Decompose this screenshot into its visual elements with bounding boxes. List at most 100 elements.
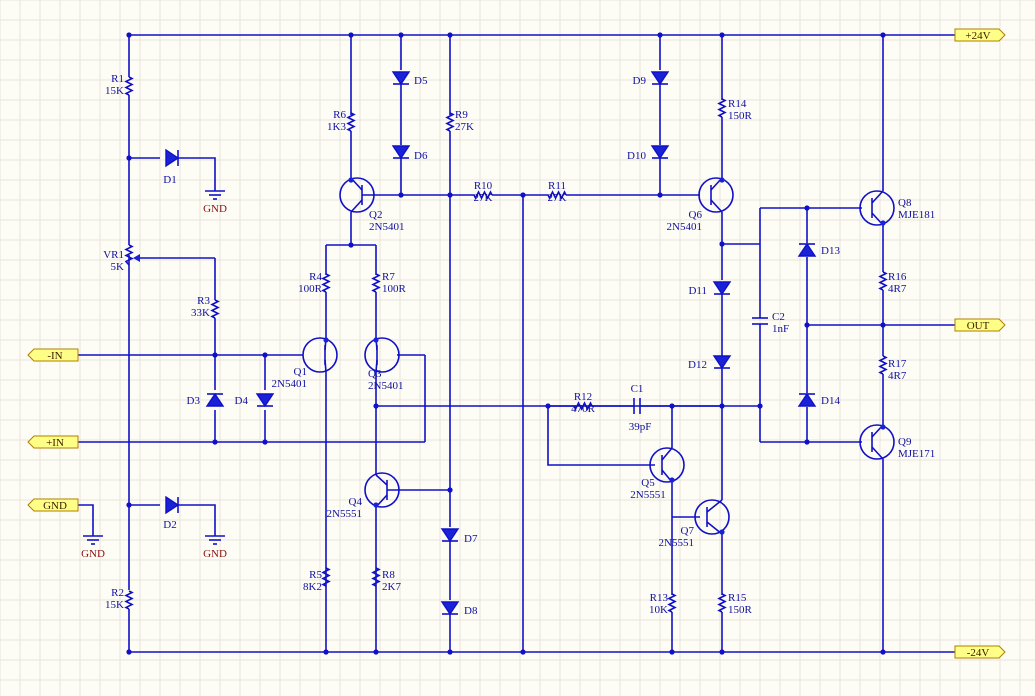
- transistor-q4-outline: [364, 472, 400, 508]
- transistor-q4-lead-a: [375, 474, 388, 486]
- resistor-r6-zigzag: [346, 112, 356, 132]
- transistor-q5: [649, 447, 685, 483]
- label-r17-value: 4R7: [888, 370, 907, 382]
- junction-dot: [398, 192, 404, 198]
- diode-d12: [712, 355, 732, 370]
- junction-dot: [447, 32, 453, 38]
- port-minus-in-text: -IN: [47, 350, 62, 362]
- port-vplus-text: +24V: [965, 30, 990, 42]
- diode-d4-body: [255, 393, 275, 408]
- wire-q5-base: [547, 406, 655, 466]
- port-minus-in-flag: [27, 348, 79, 362]
- label-d6: D6: [414, 150, 428, 162]
- label-d14: D14: [821, 395, 840, 407]
- transistor-q6-lead-b: [710, 199, 723, 213]
- resistor-r16-zigzag: [878, 271, 888, 291]
- diode-d3: [205, 392, 225, 407]
- gnd-d2-label: GND: [203, 548, 227, 560]
- junction-dot: [804, 439, 810, 445]
- resistor-r5: [321, 567, 331, 587]
- port-vplus: [954, 28, 1006, 42]
- diode-d9-body: [650, 71, 670, 86]
- port-out-flag: [954, 318, 1006, 332]
- junction-dot: [520, 192, 526, 198]
- diode-d14-body: [797, 392, 817, 407]
- resistor-r4-zigzag: [321, 273, 331, 293]
- transistor-q8-emitter-arrow: [880, 220, 886, 226]
- resistor-r15-zigzag: [717, 593, 727, 613]
- transistor-q1: [302, 337, 338, 373]
- label-q2-ref: Q2: [369, 209, 382, 221]
- label-d13: D13: [821, 245, 840, 257]
- label-r9-value: 27K: [455, 121, 474, 133]
- junction-dot: [348, 242, 354, 248]
- resistor-r8-zigzag: [371, 567, 381, 587]
- label-r15-value: 150R: [728, 604, 753, 616]
- resistor-r3: [210, 299, 220, 319]
- resistor-r17: [878, 355, 888, 375]
- transistor-q9-lead-b: [871, 446, 884, 460]
- diode-d14: [797, 392, 817, 407]
- gnd-port-symbol-label: GND: [81, 548, 105, 560]
- junction-dot: [126, 32, 132, 38]
- port-gnd-flag: [27, 498, 79, 512]
- diode-d7: [440, 528, 460, 543]
- potentiometer-vr1: [124, 244, 140, 266]
- resistor-r5-zigzag: [321, 567, 331, 587]
- label-r12-value: 470R: [571, 403, 596, 415]
- junction-dot: [212, 439, 218, 445]
- label-d4: D4: [235, 395, 249, 407]
- resistor-r9: [445, 112, 455, 132]
- diode-d9: [650, 71, 670, 86]
- label-q5-value: 2N5551: [630, 489, 665, 501]
- junction-dot: [520, 649, 526, 655]
- label-r1-ref: R1: [111, 73, 124, 85]
- label-d3: D3: [187, 395, 201, 407]
- resistor-r13-zigzag: [667, 593, 677, 613]
- label-r6-value: 1K3: [327, 121, 346, 133]
- junction-dot: [262, 439, 268, 445]
- label-r14-ref: R14: [728, 98, 747, 110]
- diode-d10: [650, 145, 670, 160]
- diode-d6: [391, 145, 411, 160]
- label-q6-ref: Q6: [689, 209, 703, 221]
- port-vminus-text: -24V: [967, 647, 990, 659]
- transistor-q2-outline: [339, 177, 375, 213]
- transistor-q5-lead-a: [661, 447, 673, 461]
- label-c1-ref: C1: [631, 383, 644, 395]
- label-d12: D12: [688, 359, 707, 371]
- transistor-q1-lead-b: [324, 359, 327, 373]
- label-d5: D5: [414, 75, 428, 87]
- label-q3-value: 2N5401: [368, 380, 403, 392]
- label-q1-value: 2N5401: [272, 378, 307, 390]
- label-q4-ref: Q4: [349, 496, 363, 508]
- transistor-q7-lead-a: [706, 499, 723, 513]
- transistor-q1-emitter-arrow: [323, 337, 329, 343]
- label-r17-ref: R17: [888, 358, 907, 370]
- label-d10: D10: [627, 150, 646, 162]
- junction-dot: [348, 32, 354, 38]
- transistor-q7-emitter-arrow: [719, 529, 725, 535]
- label-q9-value: MJE171: [898, 448, 935, 460]
- junction-dot: [657, 192, 663, 198]
- parts: [27, 28, 1006, 659]
- label-q9-ref: Q9: [898, 436, 912, 448]
- diode-d11: [712, 281, 732, 296]
- junction-dot: [373, 403, 379, 409]
- label-d9: D9: [633, 75, 647, 87]
- transistor-q8-lead-a: [871, 190, 884, 204]
- transistor-q3-outline: [364, 337, 400, 373]
- junction-dot: [373, 649, 379, 655]
- diode-d10-body: [650, 145, 670, 160]
- transistor-q2: [339, 177, 375, 213]
- resistor-r17-zigzag: [878, 355, 888, 375]
- label-r5-ref: R5: [309, 569, 322, 581]
- resistor-r12-zigzag: [573, 401, 593, 411]
- label-r16-value: 4R7: [888, 283, 907, 295]
- diode-d5-body: [391, 71, 411, 86]
- junction-dot: [323, 649, 329, 655]
- label-r10-ref: R10: [474, 180, 493, 192]
